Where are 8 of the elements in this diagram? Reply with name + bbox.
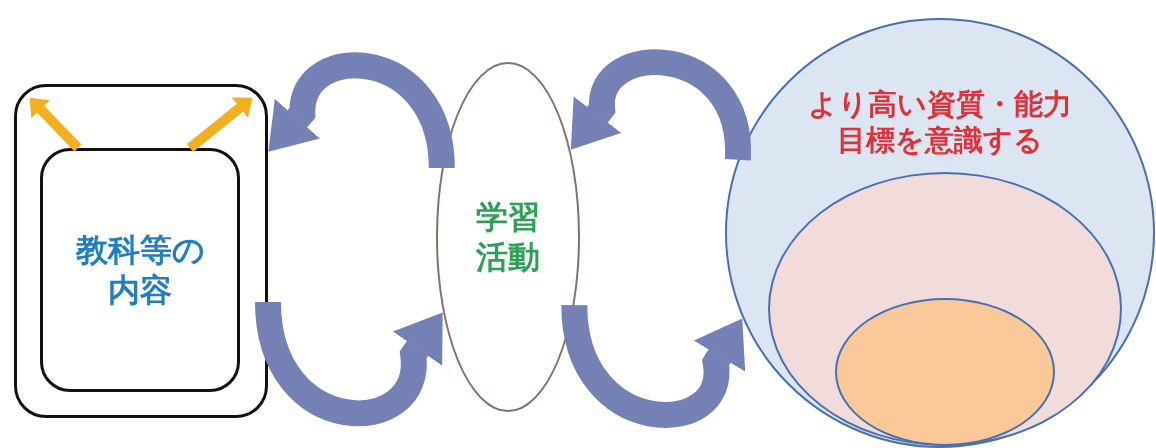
rounded-box (40, 148, 240, 392)
shape-label: 学習活動 (475, 197, 541, 277)
arrow (29, 97, 82, 152)
circle-heading: より高い資質・能力 (808, 86, 1072, 123)
shape-label: 教科等の内容 (74, 230, 206, 310)
arrow (186, 97, 253, 152)
outer-rounded-box (14, 84, 268, 418)
circle-heading: 目標を意識する (837, 122, 1043, 159)
